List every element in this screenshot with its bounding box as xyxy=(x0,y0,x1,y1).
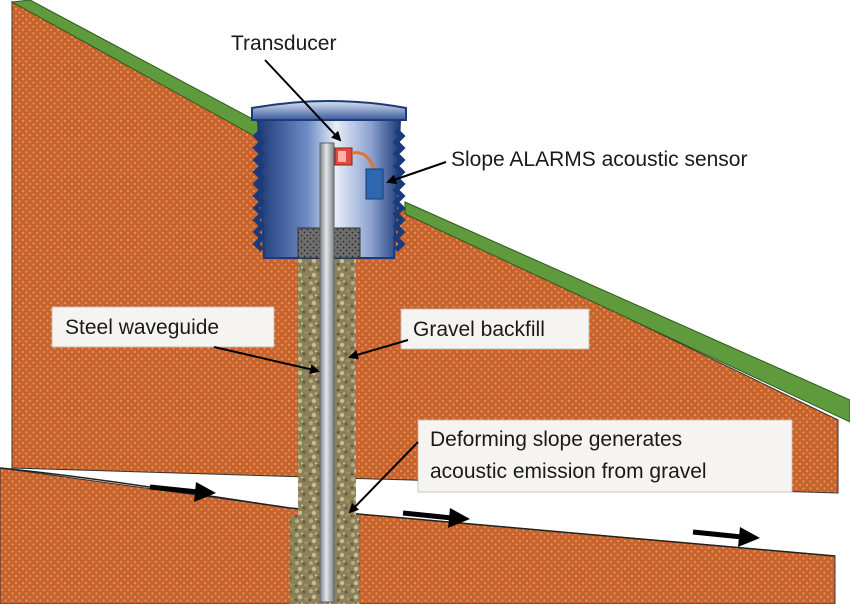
movement-arrow-icon xyxy=(402,508,470,528)
slope-soil-upper xyxy=(11,1,839,494)
sensor-cable xyxy=(351,151,376,171)
label-transducer: Transducer xyxy=(231,32,336,55)
acoustic-sensor-box xyxy=(365,168,384,200)
steel-waveguide xyxy=(319,142,335,603)
label-box-waveguide xyxy=(51,306,275,348)
label-backfill: Gravel backfill xyxy=(413,318,545,341)
grass-strip xyxy=(404,201,850,423)
movement-arrow-icon xyxy=(149,482,216,502)
leader-arrow-icon xyxy=(386,161,447,185)
leader-arrow-icon xyxy=(264,59,342,142)
label-sensor: Slope ALARMS acoustic sensor xyxy=(451,148,747,171)
label-box-backfill xyxy=(400,308,590,350)
label-box-deforming xyxy=(417,419,793,493)
label-waveguide: Steel waveguide xyxy=(65,316,219,339)
leader-arrow-icon xyxy=(213,346,320,375)
leader-arrow-icon xyxy=(348,339,409,360)
label-deforming-line2: acoustic emission from gravel xyxy=(430,460,707,483)
leader-arrow-icon xyxy=(348,441,419,514)
movement-arrow-icon xyxy=(692,527,760,547)
label-deforming-line1: Deforming slope generates xyxy=(430,428,682,451)
